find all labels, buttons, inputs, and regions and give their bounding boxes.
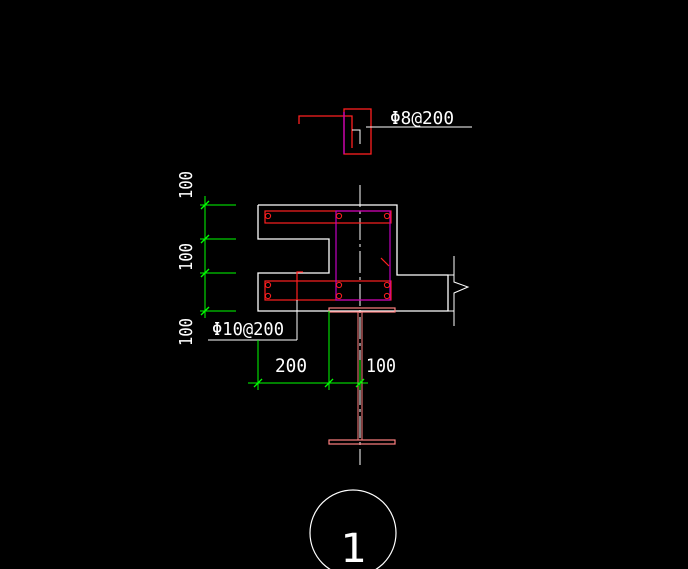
- rebar-diagonal-hook: [380, 257, 390, 267]
- rebar-bent-bar: [296, 271, 303, 300]
- rebar-layout: Φ10@200: [208, 210, 392, 341]
- rebar-top-flange: [264, 210, 392, 224]
- beam-bottom-flange: [328, 439, 396, 445]
- horizontal-dimensions: 200 100: [248, 311, 396, 390]
- rebar-dot: [264, 212, 272, 220]
- rebar-dot: [383, 212, 391, 220]
- detail-marker-circle: [309, 489, 397, 569]
- dimension-tick: [200, 234, 210, 244]
- rebar-dot: [383, 281, 391, 289]
- rebar-dot: [335, 281, 343, 289]
- dimension-label: 200: [275, 355, 307, 377]
- dimension-label: 100: [176, 318, 197, 346]
- rebar-dot: [335, 292, 343, 300]
- rebar-bottom-flange: [264, 280, 392, 301]
- detail-number: 1: [340, 526, 366, 569]
- rebar-callout-bottom: Φ10@200: [212, 319, 284, 340]
- section-outline: [257, 204, 449, 312]
- stirrup-hook-line: [298, 115, 353, 148]
- concrete-section: [257, 204, 470, 326]
- rebar-callout-top: Φ8@200: [390, 108, 454, 129]
- steel-i-beam: [328, 307, 396, 445]
- stirrup-web: [335, 210, 391, 301]
- dimension-tick: [253, 378, 263, 388]
- break-line: [453, 256, 470, 326]
- detail-marker: 1: [309, 489, 397, 569]
- dimension-tick: [200, 306, 210, 316]
- dimension-tick: [200, 200, 210, 210]
- stirrup-detail: Φ8@200: [298, 108, 472, 155]
- rebar-dot: [264, 292, 272, 300]
- rebar-dot: [264, 281, 272, 289]
- rebar-dot: [335, 212, 343, 220]
- dimension-label: 100: [176, 171, 197, 199]
- dimension-label: 100: [366, 355, 396, 377]
- stirrup-hook: [352, 129, 361, 144]
- dimension-tick: [355, 378, 365, 388]
- rebar-dot: [383, 292, 391, 300]
- dimension-tick: [200, 268, 210, 278]
- dimension-label: 100: [176, 243, 197, 271]
- dimension-tick: [324, 378, 334, 388]
- vertical-dimensions: 100 100 100: [176, 171, 236, 346]
